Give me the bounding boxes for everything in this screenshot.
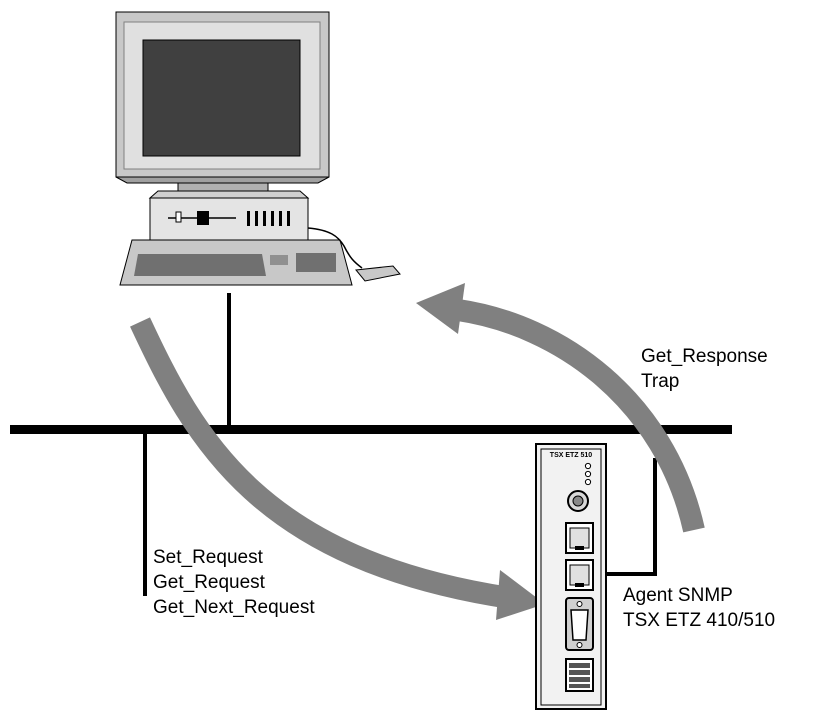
- network: [10, 293, 732, 596]
- response-arrow: [416, 283, 705, 533]
- response-messages-label: Get_Response Trap: [641, 344, 768, 394]
- agent-snmp-text: Agent SNMP: [623, 585, 733, 606]
- request-arrow: [130, 317, 545, 620]
- network-bus: [10, 425, 732, 434]
- branch-drop-line: [143, 433, 147, 596]
- terminal-block: [565, 658, 594, 692]
- led-indicator: [584, 462, 592, 470]
- module-connection-line: [593, 458, 657, 576]
- request-messages-label: Set_Request Get_Request Get_Next_Request: [153, 545, 315, 620]
- led-indicator: [584, 478, 592, 486]
- trap-text: Trap: [641, 371, 680, 392]
- computer-drop-line: [227, 293, 231, 426]
- drive-slot: [197, 211, 209, 225]
- mouse: [355, 265, 401, 282]
- monitor: [115, 11, 330, 192]
- agent-label: Agent SNMP TSX ETZ 410/510: [623, 583, 775, 633]
- computer: [115, 11, 401, 286]
- get-request-text: Get_Request: [153, 572, 265, 593]
- ethernet-port: [565, 522, 594, 554]
- keyboard: [119, 239, 353, 286]
- led-indicator: [584, 470, 592, 478]
- module-model-label: TSX ETZ 510: [550, 452, 593, 459]
- mouse-cable: [307, 227, 363, 269]
- get-next-request-text: Get_Next_Request: [153, 597, 315, 618]
- system-unit: [148, 190, 310, 241]
- agent-model-text: TSX ETZ 410/510: [623, 610, 776, 631]
- tsx-etz-module: TSX ETZ 510: [535, 443, 607, 710]
- set-request-text: Set_Request: [153, 547, 263, 568]
- monitor-screen: [142, 39, 301, 157]
- get-response-text: Get_Response: [641, 346, 768, 367]
- ethernet-port-connected: [565, 559, 594, 591]
- serial-db9-connector: [565, 597, 594, 651]
